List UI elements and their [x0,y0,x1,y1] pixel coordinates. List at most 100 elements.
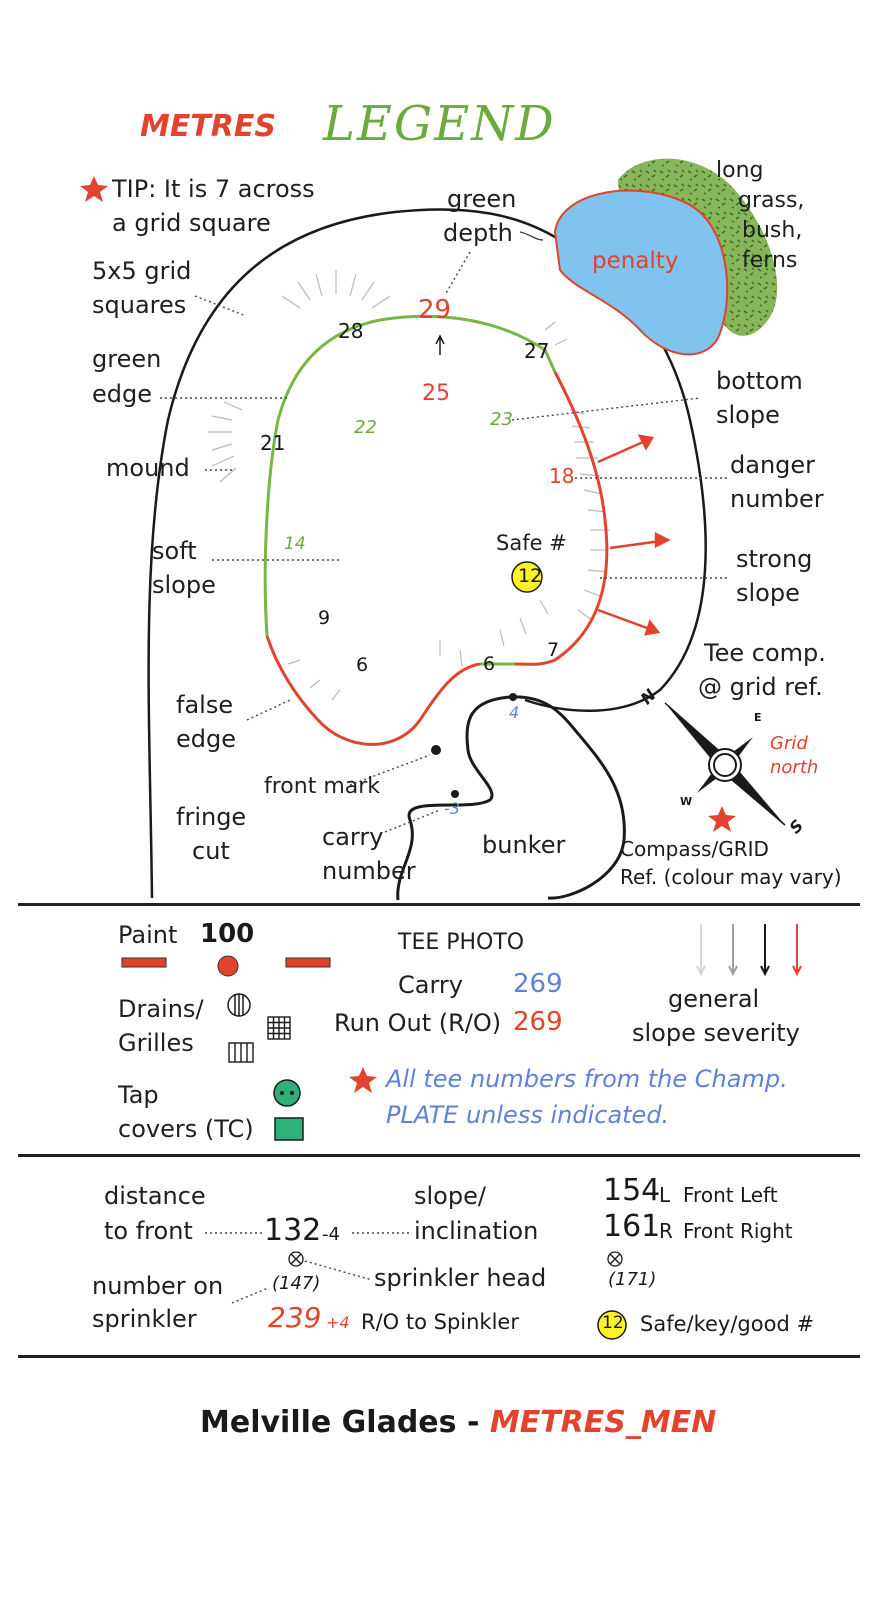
divider-2 [18,1154,860,1157]
legend3-ro-big: 239 [268,1301,322,1334]
green-edge-red [514,371,609,666]
num-22: 22 [354,417,377,438]
label-mound: mound [106,454,190,482]
num-9: 9 [318,607,331,629]
depth-bracket [519,231,544,241]
false-edge-red [265,635,481,746]
legend-runout: Run Out (R/O) [334,1009,502,1037]
label-compass-ref-1: Compass/GRID [620,837,769,861]
label-bottom-slope-2: slope [716,401,780,429]
grille-grid-icon [267,1016,291,1040]
label-fringe-cut-2: cut [192,837,230,865]
label-soft-slope-1: soft [152,537,197,565]
sprinkler-head-icon-2 [607,1251,623,1267]
label-safe-num: Safe # [496,531,567,555]
label-false-edge-2: edge [176,725,236,753]
label-green-edge-2: edge [92,380,152,408]
green-edge-green [263,314,557,637]
num-6-left: 6 [356,654,369,676]
safe-badge-small [597,1310,627,1340]
num-27: 27 [524,339,550,363]
label-strong-slope-2: slope [736,579,800,607]
legend3-ro-label: R/O to Spinkler [361,1310,519,1334]
header-metres: METRES [140,109,277,144]
legend3-fr-letter: R [659,1219,673,1243]
label-carry-number-2: number [322,857,416,885]
label-green-edge-1: green [92,345,162,373]
tip-line1: TIP: It is 7 across [112,175,315,203]
footer-title: Melville Glades - METRES_MEN [200,1405,716,1441]
tip-line2: a grid square [112,209,271,237]
num-minus-3: -3 [444,799,460,818]
label-grid-north-2: north [770,757,819,778]
num-23: 23 [490,409,513,430]
label-bunker: bunker [482,831,566,859]
legend-paint-num: 100 [200,919,255,949]
drain-round-icon [227,993,251,1017]
label-soft-slope-2: slope [152,571,216,599]
num-28: 28 [338,319,364,343]
tip-star [80,176,108,202]
legend3-fl-num: 154 [603,1173,661,1208]
legend-tap-2: covers (TC) [118,1115,254,1143]
num-29: 29 [418,295,452,325]
note-star [349,1067,377,1093]
compass-w: W [680,795,693,808]
label-tee-comp-1: Tee comp. [704,639,826,667]
legend-note-2: PLATE unless indicated. [386,1101,670,1129]
legend3-paren-147: (147) [272,1273,321,1294]
label-long-grass-1: long [716,158,764,183]
safe-badge-circle [511,561,543,593]
label-fringe-cut-1: fringe [176,803,247,831]
legend-tee-photo: TEE PHOTO [398,930,525,955]
legend3-sprinkler-head: sprinkler head [374,1264,547,1292]
label-long-grass-3: bush, [742,218,803,243]
label-long-grass-2: grass, [738,188,805,213]
legend3-dist-2: to front [104,1217,193,1245]
legend-note-1: All tee numbers from the Champ. [386,1065,788,1093]
legend3-fr-num: 161 [603,1209,661,1244]
label-grid-squares-1: 5x5 grid [92,257,192,285]
legend3-paren-171: (171) [608,1269,657,1290]
legend-drains-2: Grilles [118,1029,194,1057]
fringe-cut-line [147,208,707,899]
compass-rose [664,702,786,826]
paint-bar-left [121,957,167,968]
label-grid-squares-2: squares [92,291,187,319]
label-false-edge-1: false [176,691,234,719]
legend3-safe-label: Safe/key/good # [640,1312,815,1336]
legend3-fl-label: Front Left [683,1183,778,1207]
label-green-depth-2: depth [443,219,513,247]
num-25: 25 [422,381,450,406]
leader-lines [160,251,730,833]
divider-1 [18,903,860,906]
slope-severity-arrows [696,924,802,977]
legend-runout-val: 269 [513,1007,563,1037]
num-14: 14 [284,534,306,554]
label-danger-number-1: danger [730,451,816,479]
label-tee-comp-2: @ grid ref. [698,673,823,701]
legend-carry: Carry [398,971,463,999]
num-18: 18 [549,464,575,488]
carry-dot [451,790,459,798]
legend-carry-val: 269 [513,969,563,999]
label-compass-ref-2: Ref. (colour may vary) [620,865,842,889]
legend-general-1: general [668,985,760,1013]
label-grid-north-1: Grid [770,733,808,754]
label-green-depth-1: green [447,185,517,213]
legend-paint: Paint [118,921,178,949]
legend-general-2: slope severity [632,1019,800,1047]
sprinkler-head-icon [288,1251,304,1267]
compass-star [708,806,736,832]
legend3-num-small: -4 [322,1224,340,1245]
label-penalty: penalty [592,248,679,274]
paint-dot [217,955,239,977]
legend3-fl-letter: L [659,1183,671,1207]
num-21: 21 [260,431,286,455]
legend-tap-1: Tap [118,1081,159,1109]
label-carry-number-1: carry [322,823,384,851]
legend3-dist-1: distance [104,1182,206,1210]
num-7: 7 [547,639,560,661]
